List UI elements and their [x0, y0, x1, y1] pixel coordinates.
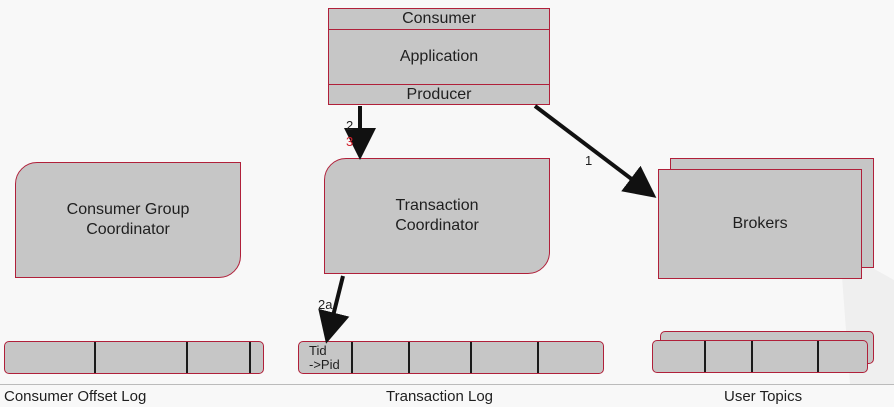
application-label: Application	[399, 48, 479, 65]
log-segment-divider	[186, 342, 188, 373]
step-1-label: 1	[585, 153, 593, 168]
log-segment-divider	[249, 342, 251, 373]
user-topics-bar	[652, 340, 868, 373]
arrow-coordinator-to-transaction-log	[318, 275, 350, 344]
transaction-log-tid-cell: Tid ->Pid	[309, 343, 340, 372]
step-3-label: 3	[346, 134, 354, 149]
step-2-label: 2	[346, 118, 354, 133]
user-topics-caption: User Topics	[724, 388, 803, 405]
step-2a-label: 2a	[318, 297, 333, 312]
log-segment-divider	[408, 342, 410, 373]
transaction-coordinator-label: Transaction Coordinator	[395, 197, 479, 234]
consumer-label: Consumer	[402, 10, 476, 27]
log-segment-divider	[537, 342, 539, 373]
log-segment-divider	[351, 342, 353, 373]
consumer-offset-log-caption: Consumer Offset Log	[4, 388, 147, 405]
transaction-log-bar: Tid ->Pid	[298, 341, 604, 374]
log-segment-divider	[470, 342, 472, 373]
log-segment-divider	[751, 341, 753, 372]
caption-divider	[0, 384, 894, 385]
transaction-coordinator-box: Transaction Coordinator	[324, 158, 550, 274]
consumer-group-coordinator-box: Consumer Group Coordinator	[15, 162, 241, 278]
log-segment-divider	[704, 341, 706, 372]
consumer-offset-log-bar	[4, 341, 264, 374]
producer-section: Producer	[328, 84, 550, 105]
producer-label: Producer	[406, 85, 472, 103]
brokers-label: Brokers	[732, 215, 788, 232]
log-segment-divider	[817, 341, 819, 372]
transaction-log-caption: Transaction Log	[386, 388, 494, 405]
log-segment-divider	[94, 342, 96, 373]
brokers-box: Brokers	[658, 169, 862, 279]
consumer-group-coordinator-label: Consumer Group Coordinator	[66, 201, 190, 238]
arrow-producer-to-brokers	[533, 104, 657, 198]
